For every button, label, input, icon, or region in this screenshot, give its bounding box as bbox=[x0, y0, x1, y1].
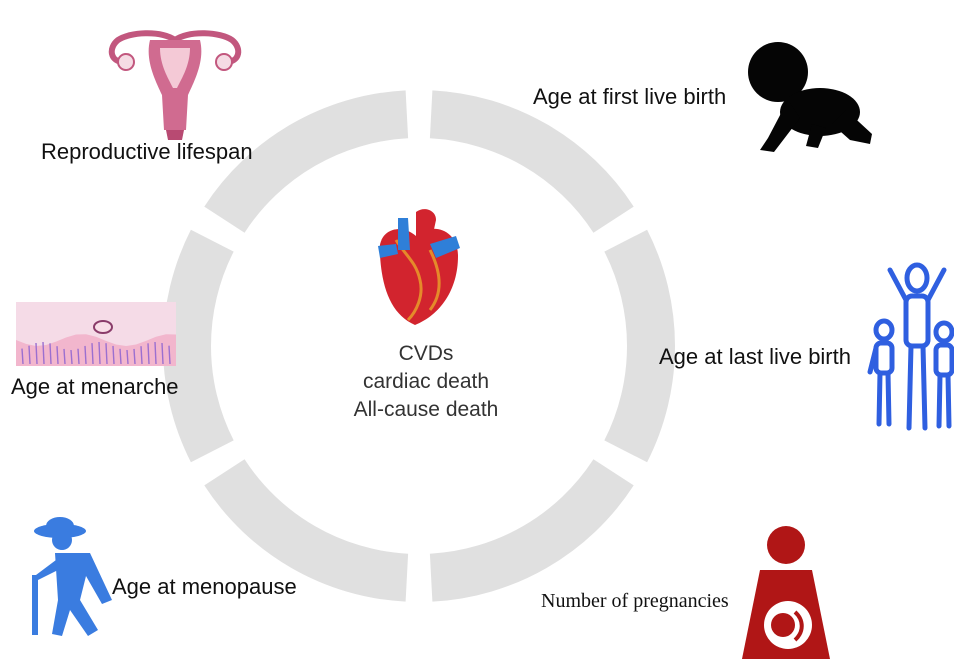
label-number-of-pregnancies: Number of pregnancies bbox=[541, 590, 729, 613]
ring-segment-first-live-birth bbox=[430, 90, 634, 232]
family-icon bbox=[870, 265, 952, 428]
menarche-tissue-icon bbox=[16, 302, 176, 366]
label-age-last-live-birth: Age at last live birth bbox=[659, 344, 851, 370]
elderly-person-icon bbox=[32, 517, 112, 636]
outcome-cardiac-death: cardiac death bbox=[326, 368, 526, 396]
crawling-baby-icon bbox=[748, 42, 872, 152]
heart-icon bbox=[378, 209, 460, 325]
outcome-cvds: CVDs bbox=[326, 340, 526, 368]
label-age-at-menarche: Age at menarche bbox=[11, 374, 179, 400]
label-reproductive-lifespan: Reproductive lifespan bbox=[41, 139, 253, 165]
outcome-list: CVDs cardiac death All-cause death bbox=[326, 340, 526, 424]
label-age-first-live-birth: Age at first live birth bbox=[533, 84, 726, 110]
outcome-all-cause-death: All-cause death bbox=[326, 396, 526, 424]
pregnant-woman-icon bbox=[742, 526, 830, 659]
label-age-at-menopause: Age at menopause bbox=[112, 574, 297, 600]
uterus-icon bbox=[112, 33, 239, 140]
ring-segment-pregnancies bbox=[430, 459, 634, 601]
